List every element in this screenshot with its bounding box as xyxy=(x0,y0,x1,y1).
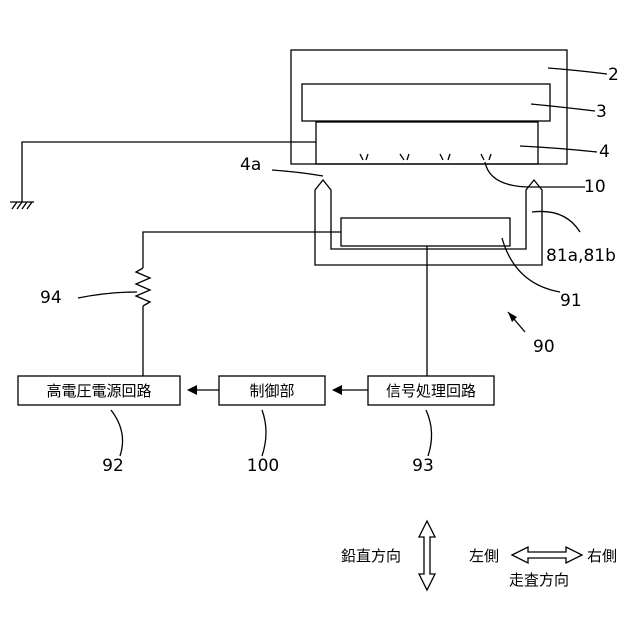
label-90: 90 xyxy=(533,337,555,357)
leader-lines xyxy=(78,68,607,456)
ground-symbol xyxy=(10,142,316,209)
label-2: 2 xyxy=(608,65,619,85)
resistor-94 xyxy=(136,232,341,376)
label-93: 93 xyxy=(412,456,434,476)
label-10: 10 xyxy=(584,177,606,197)
vertical-direction-label: 鉛直方向 xyxy=(341,547,401,565)
left-side-label: 左側 xyxy=(469,547,499,565)
surface-features-10 xyxy=(360,154,491,160)
sample-4 xyxy=(316,122,538,164)
scan-direction-arrow xyxy=(512,547,582,563)
signal-proc-label: 信号処理回路 xyxy=(386,382,476,400)
label-4: 4 xyxy=(599,142,610,162)
label-81: 81a,81b xyxy=(546,246,616,266)
label-92: 92 xyxy=(102,456,124,476)
hv-power-label: 高電圧電源回路 xyxy=(46,382,151,400)
controller-label: 制御部 xyxy=(249,382,294,400)
label-4a: 4a xyxy=(240,155,261,175)
label-91: 91 xyxy=(560,291,582,311)
scan-direction-label: 走査方向 xyxy=(509,571,569,589)
plate-3 xyxy=(302,84,550,121)
detector-81 xyxy=(315,180,542,265)
label-94: 94 xyxy=(40,288,62,308)
label-100: 100 xyxy=(247,456,279,476)
label-3: 3 xyxy=(596,102,607,122)
electrode-91 xyxy=(341,218,510,246)
right-side-label: 右側 xyxy=(587,547,617,565)
vertical-direction-arrow xyxy=(419,521,435,590)
